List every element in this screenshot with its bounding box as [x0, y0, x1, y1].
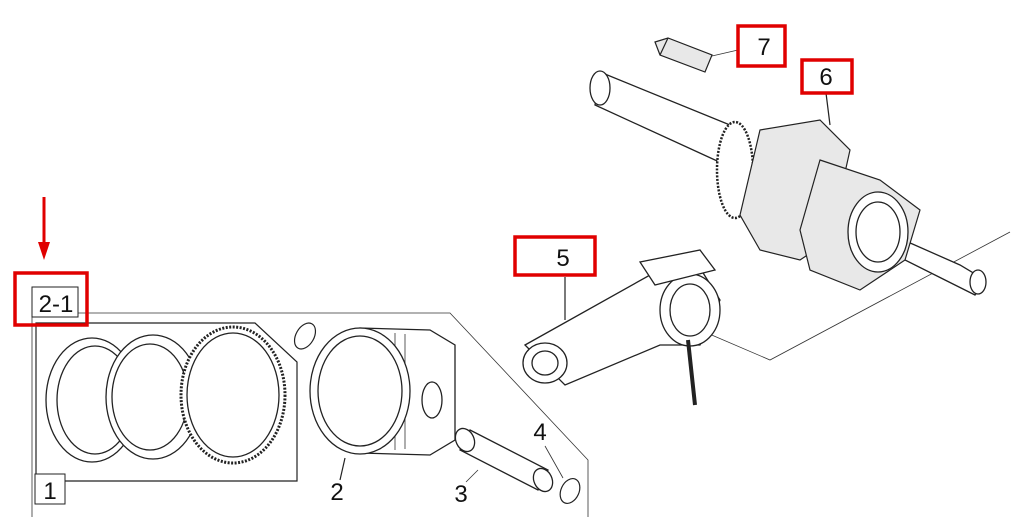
label-7: 7: [757, 34, 770, 61]
connecting-rod: [522, 249, 721, 406]
piston-pin: [454, 427, 554, 493]
label-6: 6: [819, 64, 832, 91]
highlight-6: [800, 58, 854, 95]
label-box-2-1: [31, 286, 79, 318]
label-box-1: [34, 473, 66, 505]
snap-ring: [293, 322, 317, 350]
highlight-5: [513, 235, 597, 277]
label-3: 3: [454, 481, 467, 508]
highlight-2-1: [13, 271, 89, 327]
pointer-arrow-icon: [38, 197, 50, 260]
woodruff-key: [654, 37, 739, 73]
label-1: 1: [43, 478, 56, 505]
highlight-7: [736, 24, 787, 68]
assembly-outline: [31, 231, 1011, 517]
label-2: 2: [330, 479, 343, 506]
piston-rings: [45, 325, 287, 465]
label-5: 5: [556, 245, 569, 272]
label-2-1: 2-1: [39, 291, 74, 318]
label-4: 4: [533, 419, 546, 446]
piston: [309, 327, 456, 481]
crankshaft: [589, 70, 987, 296]
pin-clip: [544, 445, 581, 504]
